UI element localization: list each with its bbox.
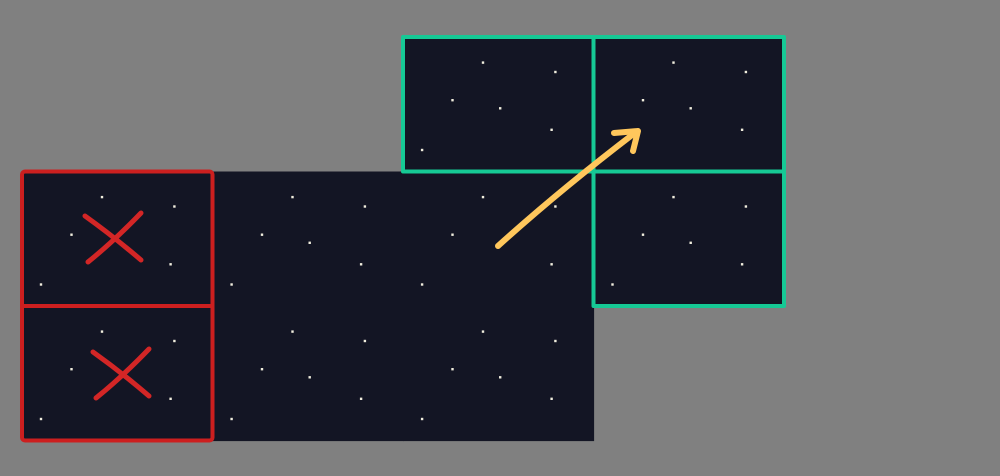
star bbox=[70, 368, 73, 371]
star bbox=[689, 107, 692, 110]
star bbox=[672, 61, 675, 64]
x-mark-icon bbox=[82, 210, 144, 265]
star bbox=[641, 99, 645, 102]
star bbox=[359, 397, 363, 400]
tile-normal bbox=[212, 306, 404, 442]
arrow-up-right-icon bbox=[495, 128, 641, 249]
star bbox=[451, 368, 454, 371]
star bbox=[554, 70, 557, 74]
star bbox=[740, 128, 744, 131]
star bbox=[363, 339, 367, 343]
star bbox=[550, 263, 553, 266]
tile-background bbox=[593, 171, 785, 307]
x-mark-icon bbox=[90, 346, 152, 401]
star bbox=[554, 205, 557, 208]
x-stroke bbox=[85, 210, 144, 265]
star bbox=[689, 241, 692, 244]
arrow-head bbox=[611, 128, 641, 154]
tile-background bbox=[403, 37, 595, 173]
star bbox=[39, 283, 43, 286]
star bbox=[550, 397, 553, 400]
tile-background bbox=[593, 37, 785, 173]
star bbox=[291, 330, 294, 333]
added-region-outline bbox=[401, 35, 786, 308]
star bbox=[359, 263, 363, 266]
star bbox=[70, 233, 73, 236]
star bbox=[260, 233, 264, 236]
star bbox=[100, 330, 104, 333]
star bbox=[169, 263, 172, 266]
x-stroke bbox=[93, 346, 152, 401]
star bbox=[169, 397, 172, 400]
star bbox=[39, 417, 43, 421]
tile-background bbox=[22, 306, 214, 442]
tile-normal bbox=[403, 306, 595, 442]
star bbox=[451, 233, 454, 236]
star bbox=[308, 376, 311, 379]
star bbox=[291, 195, 294, 199]
tile-added bbox=[593, 37, 785, 173]
star bbox=[499, 376, 502, 379]
star bbox=[481, 330, 485, 333]
star bbox=[744, 205, 748, 208]
star bbox=[363, 205, 367, 208]
tile-background bbox=[403, 306, 595, 442]
arrow-layer bbox=[495, 128, 641, 249]
x-stroke bbox=[82, 213, 144, 263]
star bbox=[451, 99, 454, 102]
star bbox=[420, 417, 424, 421]
star bbox=[230, 417, 233, 421]
star bbox=[260, 368, 264, 371]
star bbox=[173, 339, 176, 343]
star bbox=[740, 263, 744, 266]
arrow-shaft bbox=[495, 129, 639, 249]
tile-normal bbox=[212, 171, 404, 307]
star bbox=[481, 61, 485, 64]
star bbox=[550, 128, 553, 131]
star bbox=[100, 195, 104, 199]
star bbox=[481, 195, 485, 199]
star bbox=[420, 148, 424, 152]
tile-added bbox=[593, 171, 785, 307]
tile-background bbox=[212, 171, 404, 307]
star bbox=[308, 241, 311, 244]
star bbox=[611, 283, 614, 286]
star bbox=[641, 233, 645, 236]
x-stroke bbox=[90, 349, 152, 399]
tile-background bbox=[212, 306, 404, 442]
star bbox=[554, 339, 557, 343]
star bbox=[744, 70, 748, 74]
star bbox=[230, 283, 233, 286]
tile-moved-from bbox=[403, 37, 595, 173]
outlines-layer bbox=[20, 35, 786, 443]
tile-removed bbox=[22, 306, 214, 442]
marks-layer bbox=[82, 210, 152, 401]
star bbox=[499, 107, 502, 110]
tiles-layer bbox=[22, 37, 785, 442]
star bbox=[420, 283, 424, 286]
star bbox=[672, 195, 675, 199]
star bbox=[173, 205, 176, 208]
